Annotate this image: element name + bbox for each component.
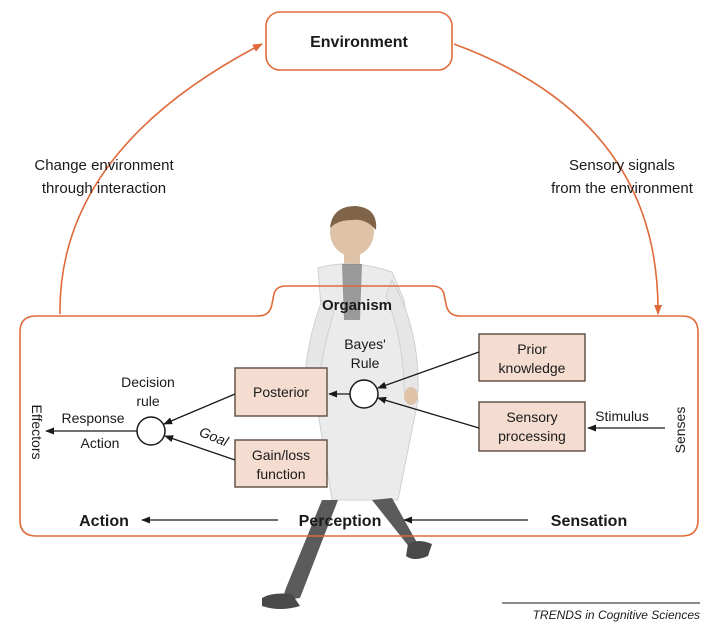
sensory-processing-label-line2: processing	[498, 428, 566, 444]
gain-loss-function-box	[234, 439, 328, 488]
sensory-processing-label-line1: Sensory	[506, 409, 557, 425]
left-arc-label-line2: through interaction	[42, 180, 166, 197]
right-arc-label-line1: Sensory signals	[569, 157, 675, 174]
decision-rule-node	[136, 416, 166, 446]
bottom-action-label: Action	[79, 513, 129, 530]
stimulus-label: Stimulus	[595, 408, 649, 424]
gain-loss-to-decision-arrow	[164, 435, 236, 461]
organism-outline	[19, 285, 699, 537]
sensory-processing-box	[478, 401, 586, 452]
environment-box	[265, 11, 453, 71]
bayes-rule-node	[349, 379, 379, 409]
prior-knowledge-box	[478, 333, 586, 382]
left-arc-label-line1: Change environment	[34, 157, 174, 174]
posterior-label: Posterior	[253, 384, 309, 400]
action-edge-label: Action	[81, 435, 120, 451]
decision-rule-label-line2: rule	[136, 393, 160, 409]
senses-label: Senses	[672, 407, 688, 454]
goal-label: Goal	[197, 423, 231, 449]
environment-label: Environment	[310, 34, 408, 51]
prior-knowledge-label-line2: knowledge	[499, 360, 566, 376]
prior-knowledge-label-line1: Prior	[517, 341, 547, 357]
bottom-sensation-label: Sensation	[551, 513, 627, 530]
bayes-rule-label-line1: Bayes'	[344, 336, 386, 352]
posterior-to-decision-arrow	[163, 393, 236, 425]
credit-label: TRENDS in Cognitive Sciences	[533, 608, 700, 622]
effectors-label: Effectors	[29, 405, 45, 460]
bayes-rule-label-line2: Rule	[351, 355, 380, 371]
decision-rule-label-line1: Decision	[121, 374, 175, 390]
gain-loss-label-line1: Gain/loss	[252, 447, 310, 463]
posterior-box	[234, 367, 328, 417]
change-environment-arc	[59, 43, 263, 315]
bottom-perception-label: Perception	[299, 513, 382, 530]
sensory-to-bayes-arrow	[377, 396, 480, 429]
right-arc-label-line2: from the environment	[551, 180, 694, 197]
gain-loss-label-line2: function	[256, 466, 305, 482]
sensory-signals-arc	[453, 43, 663, 315]
organism-label: Organism	[322, 297, 392, 314]
response-label: Response	[61, 410, 124, 426]
prior-to-bayes-arrow	[377, 351, 480, 389]
